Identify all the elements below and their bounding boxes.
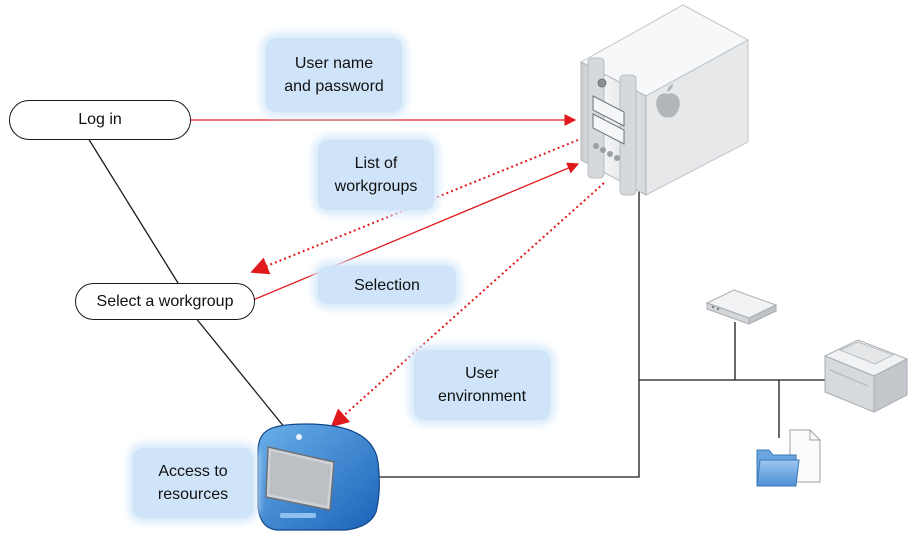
login-node-label: Log in: [78, 111, 122, 128]
select-to-imac-line: [194, 316, 286, 429]
selection-arrow: [252, 162, 580, 301]
resource-access-label-line-1: Access to: [158, 463, 228, 480]
workgroup-list-label-line-1: List of: [354, 155, 398, 172]
user-environment-label-line-1: User: [465, 365, 499, 382]
selection-label-line-1: Selection: [354, 276, 420, 294]
user-environment-arrow: [330, 182, 605, 428]
resource-access-label: Access to resources: [133, 448, 253, 518]
user-environment-label: User environment: [414, 350, 550, 420]
credentials-label-line-1: User name: [294, 55, 374, 72]
login-to-imac-line: [87, 137, 179, 284]
network-hub-icon: [705, 289, 778, 325]
login-node: Log in: [9, 100, 191, 140]
server-network-line: [378, 186, 640, 478]
credentials-label: User name and password: [266, 38, 402, 112]
imac-computer-icon: [257, 423, 380, 531]
server-tower-icon: [579, 4, 750, 196]
shared-folder-icon: [756, 429, 821, 487]
resource-access-label-line-2: resources: [157, 486, 229, 503]
workgroup-list-label: List of workgroups: [318, 140, 434, 210]
workgroup-list-label-line-2: workgroups: [334, 178, 418, 195]
credentials-label-line-2: and password: [284, 78, 384, 95]
printer-icon: [823, 339, 909, 413]
select-workgroup-node: Select a workgroup: [75, 283, 255, 320]
select-workgroup-node-label: Select a workgroup: [96, 292, 234, 310]
user-environment-label-line-2: environment: [437, 388, 527, 405]
selection-label: Selection: [318, 266, 456, 304]
